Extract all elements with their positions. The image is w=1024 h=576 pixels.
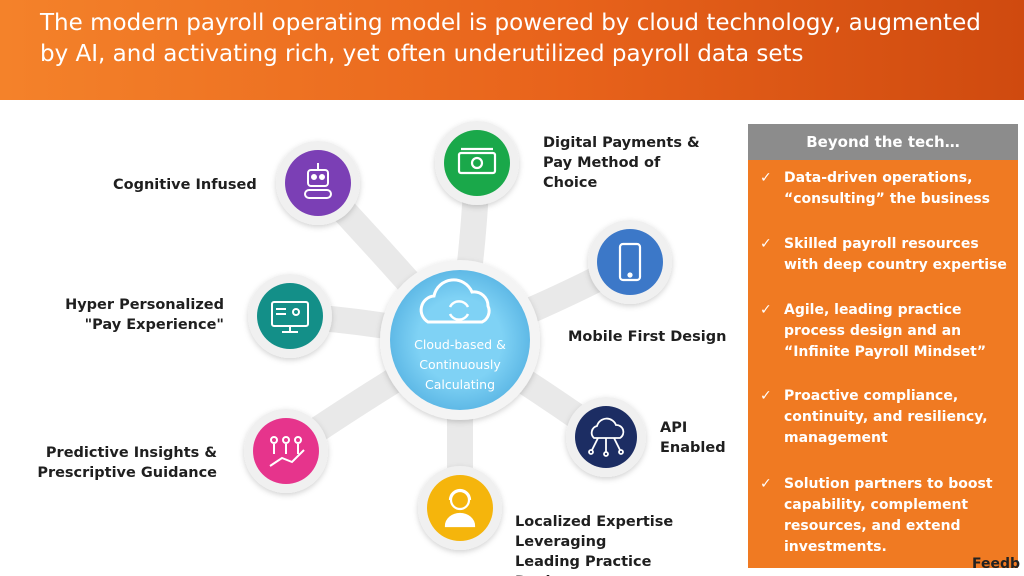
team-growth-icon: [269, 436, 305, 467]
slide-title: The modern payroll operating model is po…: [40, 10, 981, 67]
node-digital-payments: [435, 121, 519, 205]
sidebar-item-text: Agile, leading practice process design a…: [784, 302, 987, 360]
node-api: [566, 397, 646, 477]
monitor-user-icon: [271, 301, 309, 333]
check-icon: ✓: [760, 476, 772, 492]
headset-person-icon: [444, 488, 476, 528]
check-icon: ✓: [760, 302, 772, 318]
label-localized: Localized Expertise Leveraging Leading P…: [515, 514, 674, 576]
sidebar-header: Beyond the tech…: [748, 124, 1018, 160]
cloud-network-icon: [588, 417, 625, 457]
node-localized: [418, 466, 502, 550]
sidebar-panel: ✓ Data-driven operations, “consulting” t…: [748, 160, 1018, 568]
hub-diagram: [244, 121, 672, 550]
node-cognitive: [276, 141, 360, 225]
cropped-footer-text: Feedb: [972, 556, 1021, 572]
label-digital-payments: Digital Payments & Pay Method of Choice: [543, 135, 700, 191]
node-hyper-personalized: [248, 274, 332, 358]
smartphone-icon: [618, 242, 642, 282]
label-api: API Enabled: [660, 420, 726, 456]
sidebar-item: ✓ Solution partners to boost capability,…: [760, 474, 1010, 558]
sidebar-item-text: Skilled payroll resources with deep coun…: [784, 236, 1007, 273]
hub-circle: [390, 270, 530, 410]
cash-icon: [457, 147, 497, 175]
check-icon: ✓: [760, 236, 772, 252]
sidebar-item-text: Proactive compliance, continuity, and re…: [784, 388, 988, 446]
sidebar-item: ✓ Proactive compliance, continuity, and …: [760, 386, 1010, 449]
sidebar-item: ✓ Skilled payroll resources with deep co…: [760, 234, 1010, 276]
check-icon: ✓: [760, 170, 772, 186]
label-predictive: Predictive Insights & Prescriptive Guida…: [37, 445, 217, 481]
sidebar-item: ✓ Data-driven operations, “consulting” t…: [760, 168, 1010, 210]
sidebar-item-text: Data-driven operations, “consulting” the…: [784, 170, 991, 207]
title-banner: The modern payroll operating model is po…: [0, 0, 1024, 100]
label-mobile-first: Mobile First Design: [568, 329, 727, 345]
robot-icon: [304, 163, 332, 199]
cloud-sync-icon: [419, 278, 491, 324]
sidebar-item: ✓ Agile, leading practice process design…: [760, 300, 1010, 363]
hub-label-line: Calculating: [424, 377, 496, 392]
check-icon: ✓: [760, 388, 772, 404]
sidebar-item-text: Solution partners to boost capability, c…: [784, 476, 993, 555]
hub-label-line: Continuously: [419, 357, 501, 372]
label-cognitive: Cognitive Infused: [113, 177, 257, 193]
node-mobile-first: [588, 220, 672, 304]
hub-label-line: Cloud-based &: [414, 337, 506, 352]
node-predictive: [244, 409, 328, 493]
hub-label: Cloud-based & Continuously Calculating: [385, 335, 535, 395]
label-hyper-personalized: Hyper Personalized "Pay Experience": [65, 297, 224, 333]
